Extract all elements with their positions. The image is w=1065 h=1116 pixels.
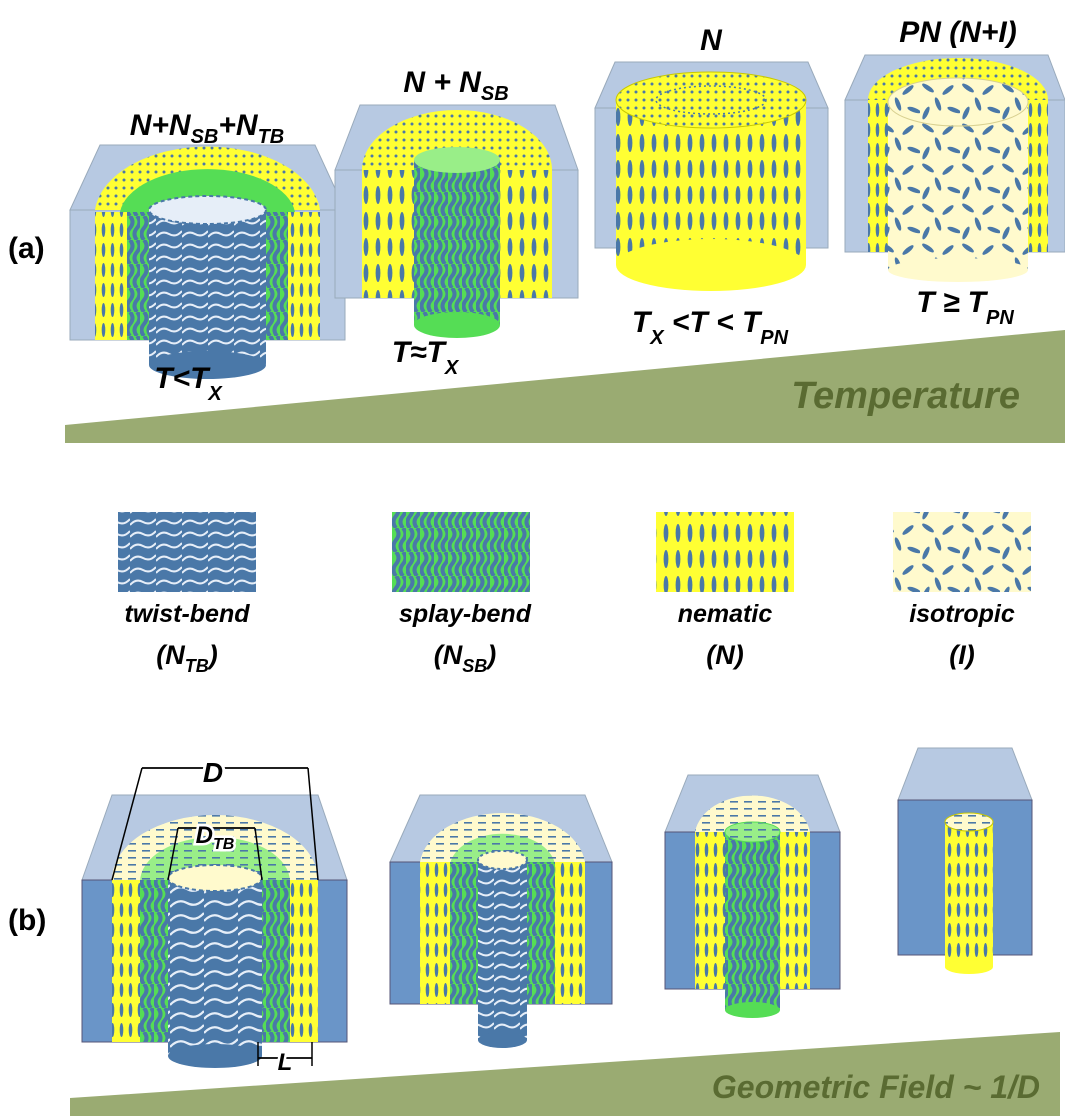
twist-bend-core xyxy=(149,210,266,365)
temp-a1: T<TX xyxy=(154,362,223,405)
legend-symbol-twist-bend: (NTB) xyxy=(156,640,218,676)
splay-bend-wall-left xyxy=(450,862,478,1004)
title-a1: N+NSB+NTB xyxy=(130,109,285,148)
panel-label-a: (a) xyxy=(8,232,45,265)
isotropic-core xyxy=(888,102,1028,270)
legend-symbol-splay-bend: (NSB) xyxy=(434,640,497,676)
twist-bend-core-top xyxy=(477,850,528,870)
legend-swatch-nematic xyxy=(656,512,794,592)
panel-label-b: (b) xyxy=(8,904,46,937)
twist-bend-core xyxy=(168,878,262,1056)
nematic-wall-left xyxy=(868,100,888,252)
cell-a4 xyxy=(844,54,1065,282)
title-a4: PN (N+I) xyxy=(899,16,1017,49)
temp-a2: T≈TX xyxy=(392,336,460,379)
cell-a3 xyxy=(594,61,829,291)
cell-b1 xyxy=(81,767,348,1068)
nematic-wall-right xyxy=(555,862,585,1004)
temp-a4: T ≥ TPN xyxy=(916,286,1014,329)
twist-bend-core-bottom xyxy=(149,351,266,379)
legend-name-twist-bend: twist-bend xyxy=(125,600,251,628)
nematic-top-ring-inner xyxy=(655,85,767,115)
isotropic-core-top xyxy=(887,77,1029,127)
cell-b2 xyxy=(389,794,613,1048)
cell-b3 xyxy=(664,774,841,1018)
cell-a2 xyxy=(334,104,579,338)
legend-swatch-twist-bend xyxy=(118,512,256,592)
splay-bend-wall-left xyxy=(127,212,149,340)
nematic-wall-left xyxy=(362,170,414,298)
nematic-wall-left xyxy=(112,880,140,1042)
nematic-wall-right xyxy=(288,212,320,340)
nematic-wall-left xyxy=(695,832,725,989)
legend-symbol-nematic: (N) xyxy=(706,640,744,670)
dimension-D-extension-left xyxy=(111,767,143,881)
legend-swatch-isotropic xyxy=(893,512,1031,592)
nematic-core-bottom xyxy=(945,960,993,974)
dimension-DTB-extension-left xyxy=(167,827,179,881)
geometric-field-label: Geometric Field ~ 1/D xyxy=(712,1069,1040,1105)
splay-bend-wall-right xyxy=(266,212,288,340)
temp-a3: TX <T < TPN xyxy=(632,306,789,349)
twist-bend-core-bottom xyxy=(168,1044,262,1068)
dimension-D-extension-right xyxy=(307,767,319,881)
cell-a1 xyxy=(69,144,346,379)
twist-bend-core-top xyxy=(167,864,263,892)
title-a2: N + NSB xyxy=(403,66,508,105)
cell-b4 xyxy=(897,747,1033,974)
temperature-ramp xyxy=(65,330,1065,443)
nematic-cylinder-bottom xyxy=(616,239,806,291)
legend: twist-bend splay-bend nematic isotropic … xyxy=(118,512,1031,676)
dimension-D-label: D xyxy=(203,757,223,788)
title-a3: N xyxy=(700,24,723,57)
splay-bend-top-ring xyxy=(450,833,555,864)
nematic-wall-right xyxy=(500,170,552,298)
nematic-core-top xyxy=(944,812,994,832)
temperature-label: Temperature xyxy=(791,375,1020,417)
legend-name-splay-bend: splay-bend xyxy=(399,600,532,628)
splay-bend-core xyxy=(725,832,780,1010)
twist-bend-core-top xyxy=(148,195,267,225)
isotropic-core-bottom xyxy=(888,258,1028,282)
dimension-DTB-extension-right xyxy=(254,827,263,881)
splay-bend-core-top xyxy=(724,821,781,843)
legend-swatch-splay-bend xyxy=(392,512,530,592)
nematic-top-ring xyxy=(362,110,552,170)
nematic-top-ring xyxy=(695,795,810,832)
nematic-cylinder-top xyxy=(615,71,807,129)
nematic-wall-right xyxy=(780,832,810,989)
splay-bend-core xyxy=(414,160,500,325)
splay-bend-wall-left xyxy=(140,880,168,1042)
splay-bend-core-bottom xyxy=(725,1002,780,1018)
legend-symbol-isotropic: (I) xyxy=(949,640,975,670)
nematic-core xyxy=(945,822,993,967)
glass-top xyxy=(897,747,1033,801)
legend-name-isotropic: isotropic xyxy=(909,600,1015,628)
twist-bend-core-bottom xyxy=(478,1032,527,1048)
dimension-DTB-label: DTB xyxy=(196,822,235,853)
nematic-wall-left xyxy=(95,212,127,340)
splay-bend-core-bottom xyxy=(414,312,500,338)
nematic-wall-left xyxy=(420,862,450,1004)
legend-name-nematic: nematic xyxy=(678,600,773,628)
splay-bend-wall-right xyxy=(262,880,290,1042)
splay-bend-wall-right xyxy=(527,862,555,1004)
twist-bend-core xyxy=(478,860,527,1040)
splay-bend-core-top xyxy=(414,147,500,173)
geometric-field-ramp xyxy=(70,1032,1060,1116)
nematic-wall-right xyxy=(1028,100,1048,252)
nematic-wall-right xyxy=(290,880,318,1042)
dimension-L-label: L xyxy=(278,1049,293,1076)
